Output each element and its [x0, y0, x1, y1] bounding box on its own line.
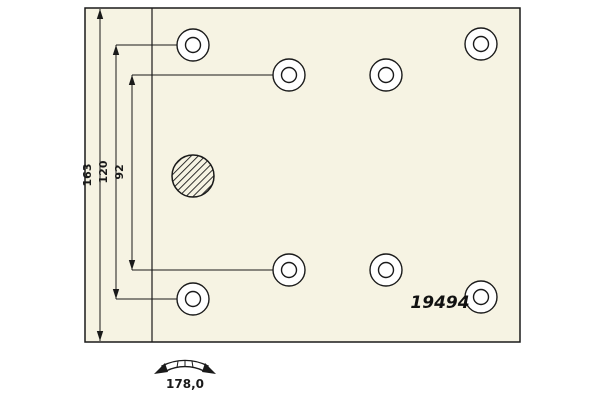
dimension-line-120: 120	[97, 45, 120, 299]
arrowhead-up-icon	[96, 9, 104, 19]
arrowhead-right-icon	[202, 363, 216, 374]
rivet-hole	[176, 282, 210, 316]
dimension-line-92: 92	[113, 75, 136, 270]
brake-lining-plate	[84, 7, 521, 343]
rivet-hole	[369, 253, 403, 287]
arrowhead-up-icon	[112, 45, 120, 55]
part-number: 19494	[410, 293, 469, 313]
arrowhead-down-icon	[128, 260, 136, 270]
arrowhead-down-icon	[112, 289, 120, 299]
dimension-label-92: 92	[113, 164, 126, 179]
curvature-symbol-icon	[154, 359, 216, 374]
dimension-label-163: 163	[81, 164, 94, 187]
rivet-hole	[464, 280, 498, 314]
dimension-line-163: 163	[81, 9, 104, 341]
arrowhead-up-icon	[128, 75, 136, 85]
rivet-hole	[272, 253, 306, 287]
rivet-hole	[369, 58, 403, 92]
rivet-hole	[176, 28, 210, 62]
rivet-hole	[272, 58, 306, 92]
rivet-hole	[464, 27, 498, 61]
leader-lines	[116, 44, 289, 300]
dimension-label-120: 120	[97, 160, 110, 183]
hatched-hole	[171, 154, 215, 198]
arc-width-label: 178,0	[166, 377, 204, 391]
arrowhead-down-icon	[96, 331, 104, 341]
arrowhead-left-icon	[154, 363, 168, 374]
rivet-holes	[176, 27, 498, 316]
